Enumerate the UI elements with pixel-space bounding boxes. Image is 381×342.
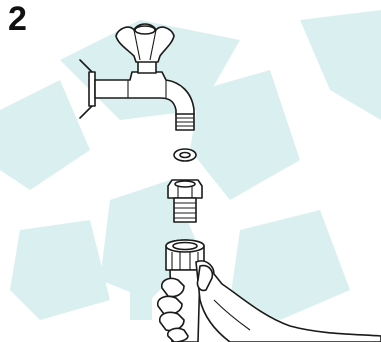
step-number: 2 — [8, 2, 27, 36]
washer-icon — [174, 149, 196, 161]
